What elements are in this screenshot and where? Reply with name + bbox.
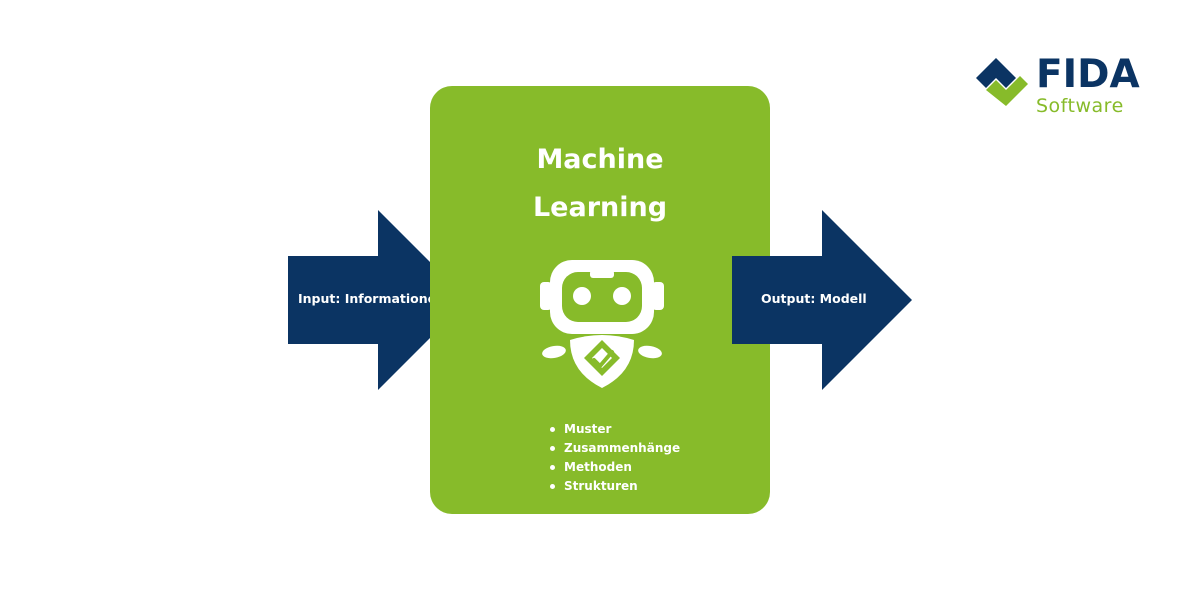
bullet-icon xyxy=(550,484,555,489)
fida-software-logo: FIDA Software xyxy=(976,52,1156,122)
feature-item-label: Muster xyxy=(564,422,612,436)
feature-item-label: Methoden xyxy=(564,460,632,474)
feature-item: Strukturen xyxy=(548,477,680,496)
output-arrow xyxy=(732,210,912,390)
machine-learning-box: Machine Learning Muster Zusammenhänge Me… xyxy=(430,86,770,514)
feature-item-label: Strukturen xyxy=(564,479,638,493)
feature-list: Muster Zusammenhänge Methoden Strukturen xyxy=(548,420,680,496)
box-title-line-2: Learning xyxy=(532,192,668,223)
logo-subtitle: Software xyxy=(1036,95,1124,117)
bullet-icon xyxy=(550,465,555,470)
feature-item-label: Zusammenhänge xyxy=(564,441,681,455)
feature-item: Muster xyxy=(548,420,680,439)
feature-item: Methoden xyxy=(548,458,680,477)
logo-name: FIDA xyxy=(1036,52,1140,97)
bullet-icon xyxy=(550,446,555,451)
input-arrow-label: Input: Informationen xyxy=(298,291,446,306)
fida-diamond-check-icon xyxy=(976,58,1028,106)
feature-item: Zusammenhänge xyxy=(548,439,680,458)
robot-icon xyxy=(540,260,664,388)
box-title-line-1: Machine xyxy=(536,144,664,175)
output-arrow-label: Output: Modell xyxy=(761,291,867,306)
input-arrow xyxy=(288,210,468,390)
bullet-icon xyxy=(550,427,555,432)
